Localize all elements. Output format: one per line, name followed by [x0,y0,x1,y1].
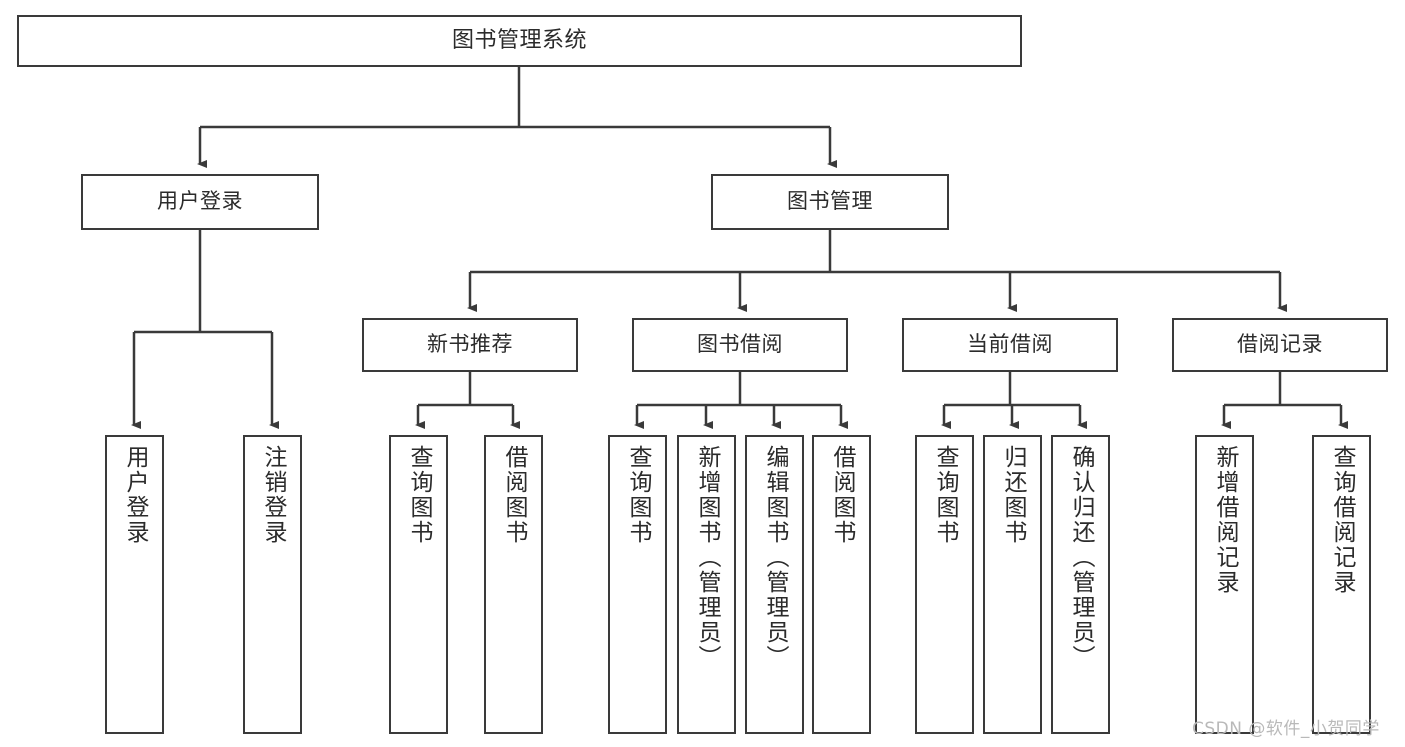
node-root-label: 图书管理系统 [451,27,587,53]
node-book-borrow-label: 图书借阅 [697,332,783,357]
node-new-book-recommend-label: 新书推荐 [427,332,513,357]
node-leaf-add-book-admin-label: 新增图书（管理员） [694,445,720,670]
node-leaf-query-borrow-record-label: 查询借阅记录 [1329,445,1355,595]
node-current-borrow-label: 当前借阅 [967,332,1053,357]
node-leaf-add-borrow-record[interactable]: 新增借阅记录 [1195,435,1254,734]
node-leaf-query-book-2[interactable]: 查询图书 [608,435,667,734]
node-user-login-label: 用户登录 [157,189,243,214]
node-leaf-user-login-label: 用户登录 [122,445,148,545]
node-leaf-confirm-return-admin-label: 确认归还（管理员） [1068,445,1094,670]
node-leaf-user-logout[interactable]: 注销登录 [243,435,302,734]
node-leaf-add-book-admin[interactable]: 新增图书（管理员） [677,435,736,734]
node-root-system[interactable]: 图书管理系统 [17,15,1022,67]
node-leaf-user-logout-label: 注销登录 [260,445,286,545]
node-new-book-recommend[interactable]: 新书推荐 [362,318,578,372]
node-leaf-borrow-book-1-label: 借阅图书 [501,445,527,545]
node-leaf-query-book-1-label: 查询图书 [406,445,432,545]
node-user-login[interactable]: 用户登录 [81,174,319,230]
node-leaf-query-borrow-record[interactable]: 查询借阅记录 [1312,435,1371,734]
node-leaf-add-borrow-record-label: 新增借阅记录 [1212,445,1238,595]
node-leaf-query-book-3-label: 查询图书 [932,445,958,545]
node-leaf-borrow-book-1[interactable]: 借阅图书 [484,435,543,734]
node-book-manage-label: 图书管理 [787,189,873,214]
node-leaf-query-book-2-label: 查询图书 [625,445,651,545]
node-leaf-borrow-book-2-label: 借阅图书 [829,445,855,545]
node-leaf-return-book-label: 归还图书 [1000,445,1026,545]
node-leaf-user-login[interactable]: 用户登录 [105,435,164,734]
node-leaf-confirm-return-admin[interactable]: 确认归还（管理员） [1051,435,1110,734]
node-leaf-edit-book-admin[interactable]: 编辑图书（管理员） [745,435,804,734]
node-leaf-borrow-book-2[interactable]: 借阅图书 [812,435,871,734]
node-borrow-record[interactable]: 借阅记录 [1172,318,1388,372]
node-book-borrow[interactable]: 图书借阅 [632,318,848,372]
node-leaf-edit-book-admin-label: 编辑图书（管理员） [762,445,788,670]
node-leaf-query-book-3[interactable]: 查询图书 [915,435,974,734]
node-leaf-query-book-1[interactable]: 查询图书 [389,435,448,734]
node-borrow-record-label: 借阅记录 [1237,332,1323,357]
csdn-watermark: CSDN @软件_小贺同学 [1192,719,1380,739]
node-current-borrow[interactable]: 当前借阅 [902,318,1118,372]
node-book-manage[interactable]: 图书管理 [711,174,949,230]
node-leaf-return-book[interactable]: 归还图书 [983,435,1042,734]
